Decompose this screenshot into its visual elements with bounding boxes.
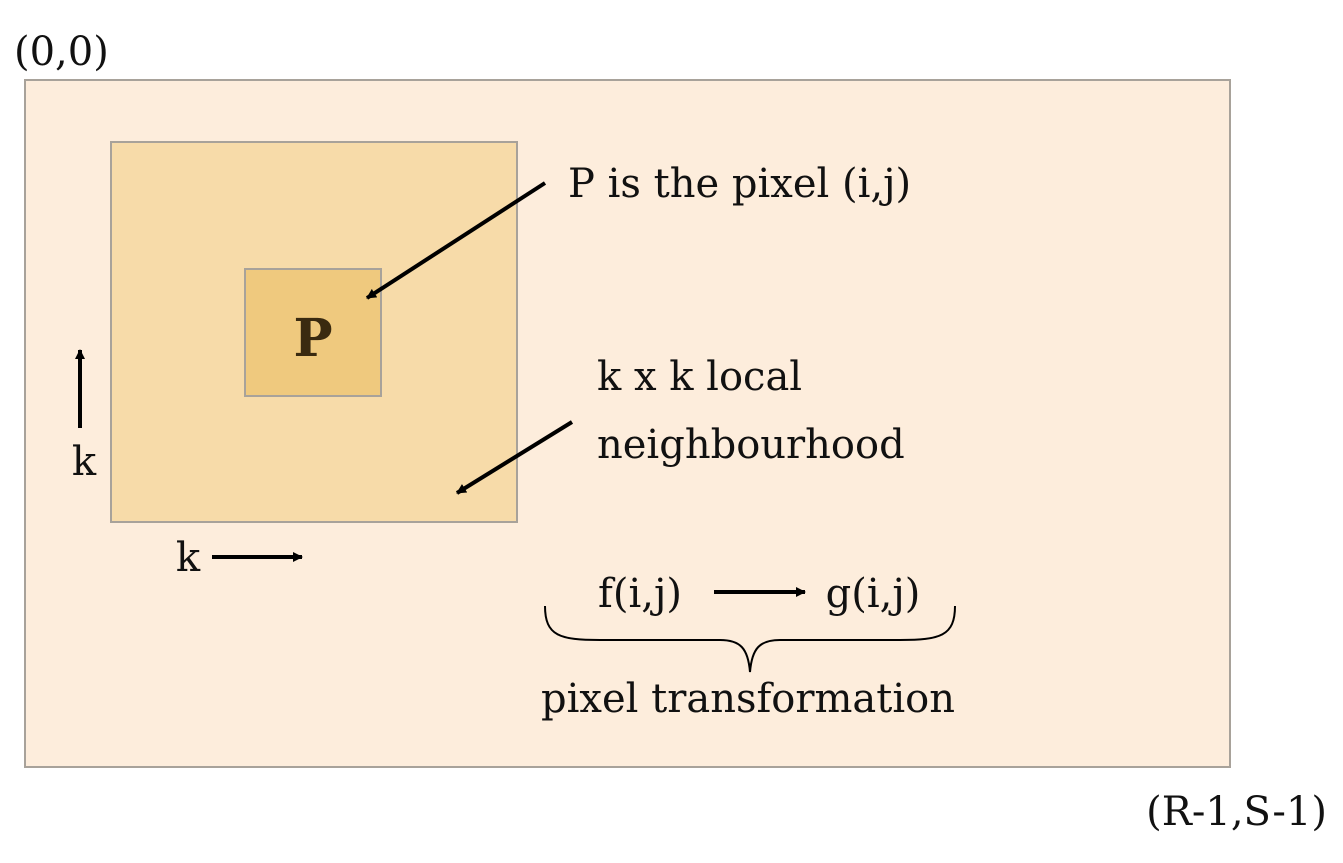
transformation-brace	[544, 605, 956, 673]
vertical-k-label: k	[72, 439, 97, 485]
transformation-output: g(i,j)	[826, 571, 921, 617]
pixel-caption: P is the pixel (i,j)	[568, 161, 911, 207]
pixel-symbol: P	[293, 308, 332, 369]
transformation-caption: pixel transformation	[541, 676, 955, 722]
horizontal-k-label: k	[176, 535, 201, 581]
top-left-corner-label: (0,0)	[14, 29, 109, 75]
pixel-pointer-arrow	[365, 181, 547, 300]
neighbourhood-caption-line2: neighbourhood	[597, 422, 905, 468]
pixel-square	[244, 268, 382, 397]
transformation-input: f(i,j)	[598, 571, 682, 617]
bottom-right-corner-label: (R-1,S-1)	[1146, 789, 1327, 835]
neighbourhood-caption-line1: k x k local	[597, 354, 802, 400]
neighbourhood-pointer-arrow	[455, 420, 574, 495]
